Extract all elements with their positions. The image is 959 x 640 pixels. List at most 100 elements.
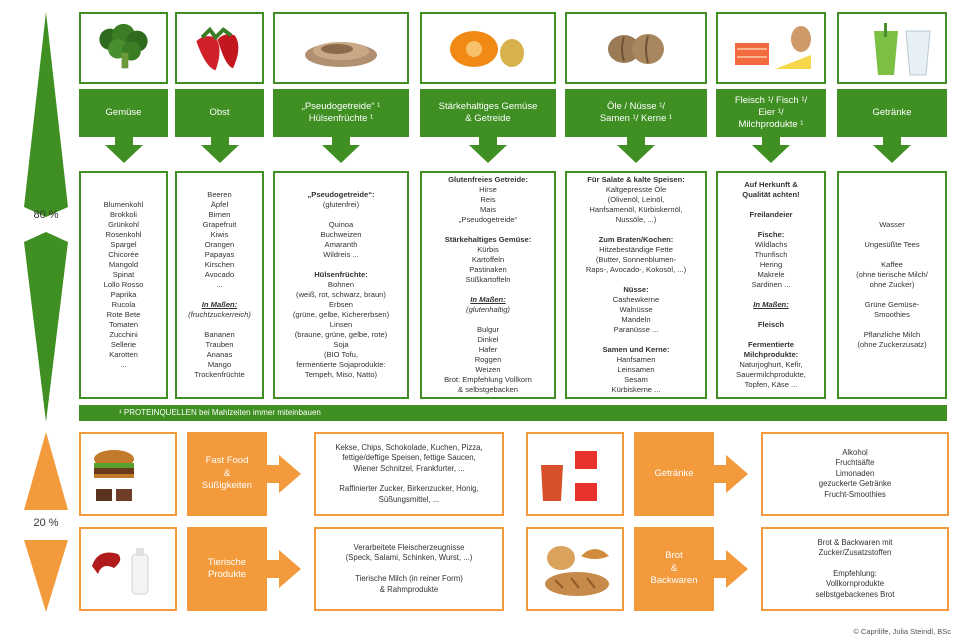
list-item: Tomaten bbox=[108, 320, 139, 330]
list-item: Spargel bbox=[110, 239, 137, 249]
list-item: Empfehlung: bbox=[833, 569, 877, 578]
list-item: Hering bbox=[759, 259, 783, 269]
list-item: Wildlachs bbox=[754, 239, 788, 249]
list-item bbox=[571, 225, 701, 235]
category-header-line: Milchprodukte ¹ bbox=[738, 118, 804, 130]
list-item: Äpfel bbox=[210, 199, 229, 209]
category-header-line: Eier ¹/ bbox=[758, 107, 784, 119]
green-double-arrow bbox=[24, 12, 68, 422]
list-item: Hanfsamen bbox=[616, 355, 656, 365]
list-item: Rosenkohl bbox=[105, 229, 142, 239]
list-item: Grapefruit bbox=[202, 219, 237, 229]
list-item: Glutenfreies Getreide: bbox=[448, 174, 528, 184]
list-item bbox=[181, 320, 258, 330]
list-item: Wildreis ... bbox=[323, 249, 359, 259]
list-item: Makrele bbox=[757, 269, 785, 279]
list-item: Cashewkerne bbox=[612, 295, 660, 305]
list-item: Mangold bbox=[108, 259, 139, 269]
list-item: Linsen bbox=[329, 320, 353, 330]
list-item: Zucker/Zusatzstoffen bbox=[818, 548, 892, 558]
list-item: Wasser bbox=[879, 219, 905, 229]
list-item: Smoothies bbox=[874, 310, 910, 320]
list-item: Blumenkohl bbox=[103, 199, 144, 209]
down-arrow-icon bbox=[617, 145, 655, 163]
footnote-bar: ¹ PROTEINQUELLEN bei Mahlzeiten immer mi… bbox=[79, 405, 947, 421]
list-item: Kaltgepresste Öle bbox=[605, 184, 667, 194]
list-item: Ungesüßte Tees bbox=[864, 239, 920, 249]
list-item bbox=[722, 200, 820, 210]
down-arrow-icon bbox=[752, 145, 790, 163]
burger-chocolate-icon bbox=[79, 432, 177, 516]
list-item: Tierische Milch (in reiner Form) bbox=[355, 574, 463, 584]
list-item: Weizen bbox=[475, 365, 501, 375]
list-item: Sesam bbox=[624, 375, 648, 385]
list-item: Hitzebeständige Fette bbox=[599, 244, 673, 254]
food-list: Wasser Ungesüßte Tees Kaffee(ohne tieris… bbox=[837, 171, 947, 399]
list-item: Kirschen bbox=[204, 259, 235, 269]
list-item: Hirse bbox=[479, 184, 497, 194]
category-header-line: Fleisch ¹/ Fisch ¹/ bbox=[734, 95, 808, 107]
limited-category-header-line: Fast Food bbox=[205, 455, 249, 467]
category-header-line: „Pseudogetreide“ ¹ bbox=[301, 101, 381, 113]
list-item: ohne Zucker) bbox=[869, 279, 915, 289]
list-item: „Pseudogetreide“ bbox=[458, 214, 518, 224]
list-item bbox=[722, 330, 820, 340]
list-item: Mango bbox=[207, 360, 232, 370]
list-item: Süßkartoffeln bbox=[465, 274, 511, 284]
category-header: Öle / Nüsse ¹/Samen ¹/ Kerne ¹ bbox=[565, 89, 707, 137]
list-item bbox=[843, 230, 941, 240]
list-item: (weiß, rot, schwarz, braun) bbox=[296, 290, 386, 299]
list-item: Rote Bete bbox=[106, 310, 141, 320]
list-item: Kiwis bbox=[210, 229, 229, 239]
list-item: Mandeln bbox=[621, 315, 651, 325]
list-item: selbstgebackenes Brot bbox=[815, 589, 895, 599]
limited-category-header-line: Produkte bbox=[207, 569, 247, 580]
list-item: Samen und Kerne: bbox=[602, 345, 670, 355]
limited-category-header-line: Brot bbox=[665, 550, 683, 562]
list-item bbox=[279, 260, 403, 270]
list-item: Paranüsse ... bbox=[613, 325, 659, 335]
list-item: Wiener Schnitzel, Frankfurter, ... bbox=[353, 463, 465, 473]
list-item: Grünkohl bbox=[108, 219, 139, 229]
list-item: Lollo Rosso bbox=[103, 279, 144, 289]
list-item: (braune, grüne, gelbe, rote) bbox=[294, 330, 388, 340]
category-header-line: Obst bbox=[209, 107, 230, 119]
category-header-line: Öle / Nüsse ¹/ bbox=[606, 101, 666, 113]
list-item: Kürbiskerne ... bbox=[611, 385, 661, 395]
list-item: Freilandeier bbox=[749, 209, 793, 219]
drinks-glass-icon bbox=[837, 12, 947, 84]
salmon-egg-cheese-icon bbox=[716, 12, 826, 84]
list-item: (BIO Tofu, bbox=[323, 350, 359, 360]
down-arrow-stem bbox=[762, 137, 780, 145]
list-item: (glutenfrei) bbox=[322, 199, 360, 209]
right-arrow-stem bbox=[714, 465, 726, 483]
list-item: Brot & Backwaren mit bbox=[817, 537, 893, 547]
right-arrow-icon bbox=[726, 550, 748, 588]
list-item: Zum Braten/Kochen: bbox=[598, 234, 674, 244]
list-item: Frucht-Smoothies bbox=[824, 489, 886, 499]
limited-category-header-line: & bbox=[670, 562, 678, 574]
list-item: fettige/deftige Speisen, fettige Saucen, bbox=[342, 453, 476, 463]
list-item: Soja bbox=[333, 340, 349, 350]
list-item bbox=[843, 250, 941, 260]
list-item: Trauben bbox=[205, 340, 234, 350]
list-item: In Maßen: bbox=[201, 300, 238, 310]
list-item: Hanfsamenöl, Kürbiskernöl, bbox=[589, 204, 683, 214]
list-item: Kartoffeln bbox=[471, 254, 505, 264]
list-item: Tempeh, Miso, Natto) bbox=[304, 370, 378, 380]
list-item: (glutenhaltig) bbox=[466, 305, 510, 315]
list-item: Zucchini bbox=[109, 330, 138, 340]
limited-category-header-line: Süßigkeiten bbox=[201, 480, 253, 492]
down-arrow-stem bbox=[627, 137, 645, 145]
list-item bbox=[763, 559, 947, 569]
list-item: Paprika bbox=[110, 290, 137, 299]
list-item bbox=[279, 210, 403, 220]
limited-category-header-line: Tierische bbox=[207, 556, 247, 568]
list-item: Leinsamen bbox=[617, 365, 655, 375]
list-item bbox=[426, 225, 550, 235]
list-item bbox=[426, 285, 550, 295]
list-item: Papayas bbox=[204, 249, 235, 259]
